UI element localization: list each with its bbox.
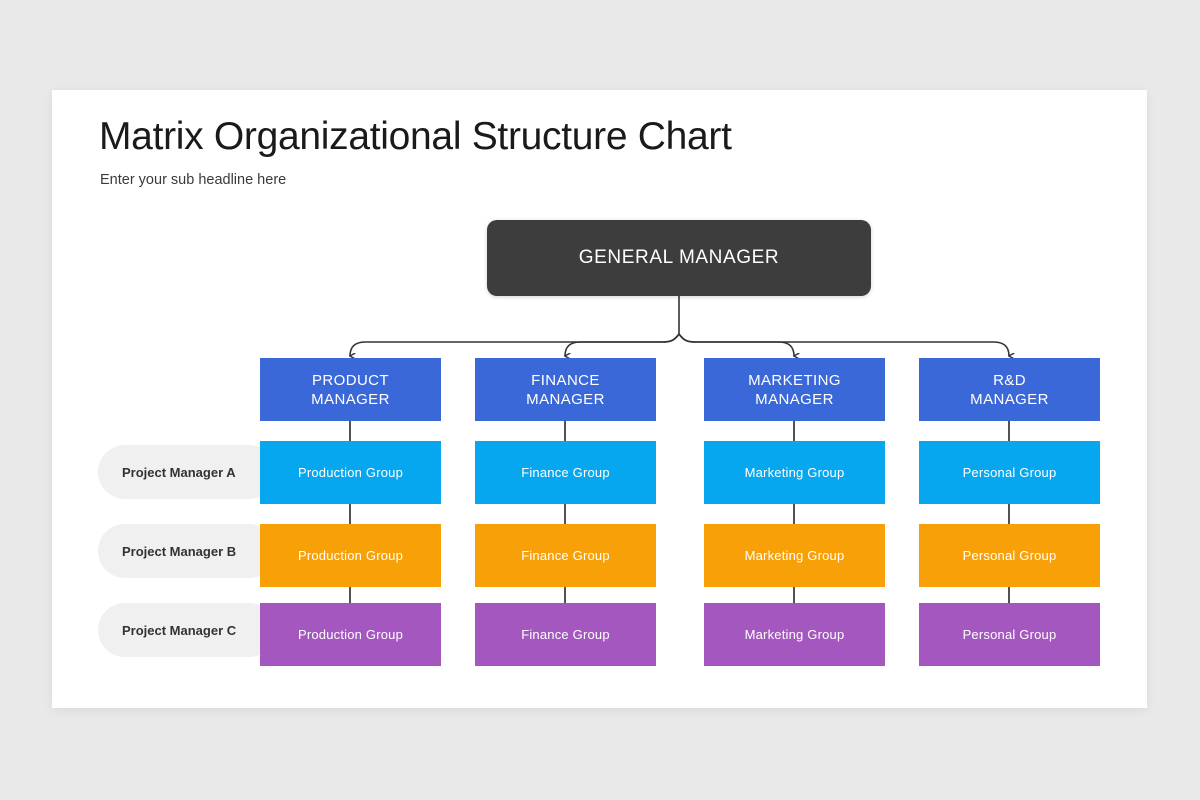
node-label: GENERAL MANAGER: [578, 247, 780, 268]
node-label: R&D MANAGER: [970, 371, 1049, 408]
page-subtitle: Enter your sub headline here: [100, 172, 287, 188]
cell-c-marketing[interactable]: Marketing Group: [704, 603, 885, 666]
cell-label: Personal Group: [962, 627, 1057, 642]
cell-label: Finance Group: [521, 627, 610, 642]
cell-label: Marketing Group: [744, 548, 845, 563]
cell-b-finance[interactable]: Finance Group: [475, 524, 656, 587]
cell-label: Production Group: [297, 548, 404, 563]
cell-a-production[interactable]: Production Group: [260, 441, 441, 504]
cell-label: Finance Group: [521, 548, 610, 563]
cell-b-production[interactable]: Production Group: [260, 524, 441, 587]
cell-label: Personal Group: [962, 465, 1057, 480]
node-general-manager[interactable]: GENERAL MANAGER: [487, 220, 871, 296]
cell-label: Personal Group: [962, 548, 1057, 563]
node-rd-manager[interactable]: R&D MANAGER: [919, 358, 1100, 421]
cell-label: Finance Group: [521, 465, 610, 480]
node-label: PRODUCT MANAGER: [311, 371, 390, 408]
cell-a-marketing[interactable]: Marketing Group: [704, 441, 885, 504]
org-chart: GENERAL MANAGER PRODUCT MANAGER FINANCE …: [52, 90, 1147, 708]
cell-c-finance[interactable]: Finance Group: [475, 603, 656, 666]
cell-label: Marketing Group: [744, 627, 845, 642]
cell-label: Production Group: [297, 465, 404, 480]
pill-label: Project Manager B: [122, 543, 237, 559]
cell-c-production[interactable]: Production Group: [260, 603, 441, 666]
page-title: Matrix Organizational Structure Chart: [99, 115, 732, 158]
node-label: MARKETING MANAGER: [748, 371, 841, 408]
pill-project-manager-c[interactable]: Project Manager C: [98, 603, 276, 657]
cell-label: Marketing Group: [744, 465, 845, 480]
cell-label: Production Group: [297, 627, 404, 642]
cell-b-marketing[interactable]: Marketing Group: [704, 524, 885, 587]
node-label: FINANCE MANAGER: [526, 371, 605, 408]
pill-project-manager-a[interactable]: Project Manager A: [98, 445, 276, 499]
node-finance-manager[interactable]: FINANCE MANAGER: [475, 358, 656, 421]
cell-b-personal[interactable]: Personal Group: [919, 524, 1100, 587]
node-marketing-manager[interactable]: MARKETING MANAGER: [704, 358, 885, 421]
pill-label: Project Manager A: [122, 464, 236, 480]
slide-card: Matrix Organizational Structure Chart En…: [52, 90, 1147, 708]
cell-a-personal[interactable]: Personal Group: [919, 441, 1100, 504]
node-product-manager[interactable]: PRODUCT MANAGER: [260, 358, 441, 421]
cell-a-finance[interactable]: Finance Group: [475, 441, 656, 504]
pill-project-manager-b[interactable]: Project Manager B: [98, 524, 276, 578]
cell-c-personal[interactable]: Personal Group: [919, 603, 1100, 666]
pill-label: Project Manager C: [122, 622, 237, 638]
